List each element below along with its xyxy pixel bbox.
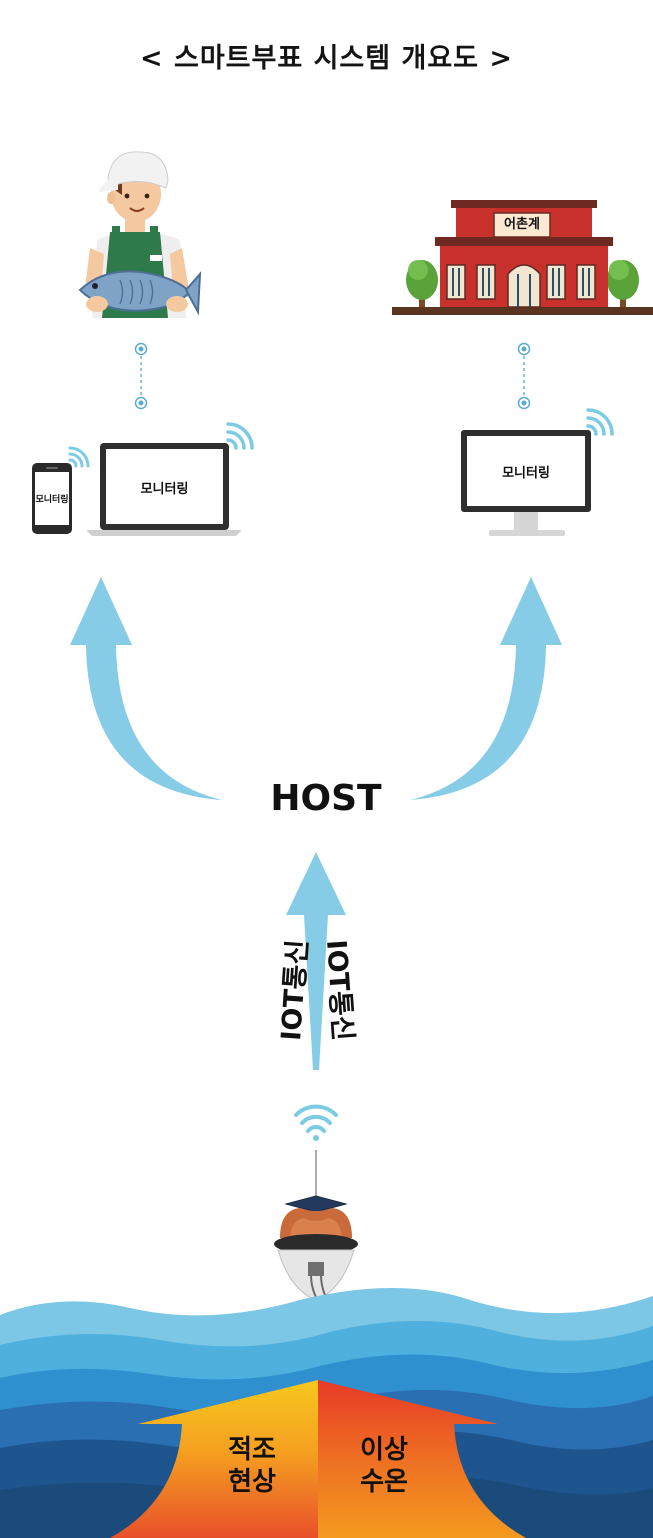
right-curved-arrow (410, 577, 562, 800)
laptop-device (86, 443, 242, 536)
left-connector (134, 342, 148, 410)
smartphone-device (32, 463, 72, 534)
building-illustration (392, 200, 653, 315)
desktop-monitor-device (461, 430, 591, 536)
sea-right-line2: 수온 (360, 1467, 408, 1497)
heat-arrow (110, 1380, 526, 1538)
upward-arrow (286, 852, 346, 1070)
building-sign: 어촌계 (504, 217, 540, 232)
left-curved-arrow (70, 577, 222, 800)
sea-left-line1: 적조 (228, 1435, 276, 1465)
monitor-screen-label: 모니터링 (502, 466, 550, 481)
laptop-screen-label: 모니터링 (140, 482, 189, 497)
wifi-icon (586, 408, 614, 436)
fisherman-illustration (78, 151, 202, 318)
wifi-icon (226, 422, 254, 450)
host-label: HOST (270, 778, 382, 819)
sea-right-label: 이상 수온 (344, 1434, 424, 1498)
wifi-icon (294, 1104, 338, 1141)
sea-left-line2: 현상 (228, 1467, 276, 1497)
iot-right-label: IOT통신 (320, 938, 358, 1042)
sea-right-line1: 이상 (360, 1435, 408, 1465)
right-connector (517, 342, 531, 410)
sea-left-label: 적조 현상 (212, 1434, 292, 1498)
page-title: < 스마트부표 시스템 개요도 > (139, 43, 514, 74)
wifi-icon (68, 446, 90, 468)
phone-screen-label: 모니터링 (35, 495, 69, 505)
iot-left-label: IOT통신 (276, 938, 314, 1042)
